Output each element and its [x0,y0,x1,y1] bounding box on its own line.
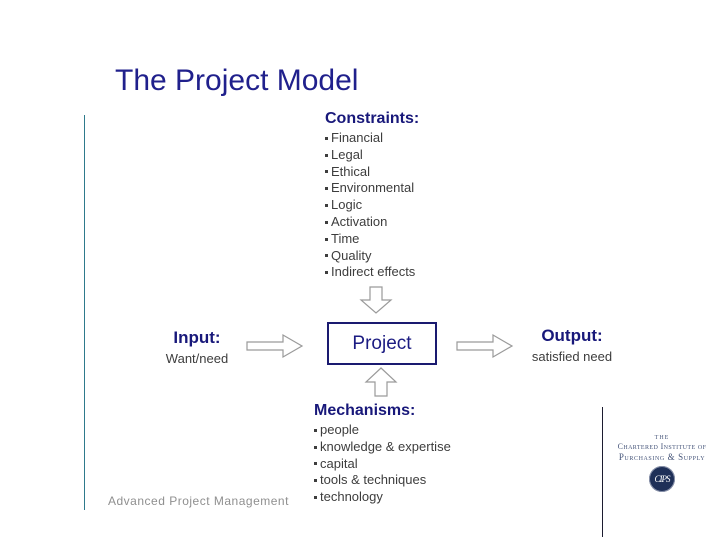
constraint-item-label: Environmental [331,180,415,196]
project-label: Project [352,332,412,354]
constraints-heading: Constraints: [325,110,420,127]
constraint-item: Activation [325,214,419,231]
input-subtext: Want/need [165,351,229,366]
logo-line-1: THE [654,435,670,441]
arrow-right-input-icon [246,333,304,359]
page-title: The Project Model [115,64,359,97]
bullet-icon [325,187,328,191]
input-section: Input: Want/need [147,328,247,366]
mechanisms-section: Mechanisms: people knowledge & expertise… [314,402,451,506]
bullet-icon [325,170,328,174]
constraint-item: Time [325,231,419,248]
footer-text: Advanced Project Management [108,494,289,508]
constraint-item-label: Logic [331,197,363,213]
output-heading: Output: [541,326,603,345]
cips-monogram-icon: CIPS [649,466,675,492]
constraint-item-label: Financial [331,130,384,145]
bullet-icon [325,220,328,224]
constraints-section: Constraints: Financial Legal Ethical Env… [325,110,419,281]
left-accent-line [84,115,85,510]
mechanism-item: technology [314,489,451,506]
constraint-item: Financial [325,130,419,147]
mechanism-item-label: technology [320,489,383,505]
arrow-up-icon [364,367,398,397]
bullet-icon [325,271,328,275]
mechanisms-list: people knowledge & expertise capital too… [314,422,451,506]
bullet-icon [314,462,317,466]
mechanisms-heading: Mechanisms: [314,402,416,419]
bullet-icon [325,204,328,208]
mechanism-item-label: tools & techniques [320,472,427,488]
logo-divider-line [602,407,603,537]
mechanism-item: capital [314,456,451,473]
bullet-icon [325,254,328,258]
output-subtext: satisfied need [531,349,613,364]
mechanism-item-label: capital [320,455,358,471]
constraint-item: Logic [325,197,419,214]
bullet-icon [314,445,317,449]
output-section: Output: satisfied need [522,326,622,364]
constraint-item: Ethical [325,164,419,181]
bullet-icon [314,479,317,483]
mechanism-item-label: knowledge & expertise [320,438,451,454]
constraint-item: Legal [325,147,419,164]
constraint-item: Quality [325,248,419,265]
constraints-list: Financial Legal Ethical Environmental Lo… [325,130,419,281]
constraint-item-label: Indirect effects [331,264,416,280]
logo-line-2: Chartered Institute of [617,442,707,451]
constraint-item-label: Ethical [331,163,371,179]
bullet-icon [325,153,328,157]
logo-monogram: CIPS [654,474,671,484]
bullet-icon [314,496,317,500]
project-box: Project [327,322,437,365]
input-heading: Input: [173,328,221,347]
bullet-icon [325,136,328,140]
constraint-item-label: Time [331,230,360,246]
constraint-item-label: Legal [331,146,363,162]
arrow-right-output-icon [456,333,514,359]
constraint-item-label: Quality [331,247,372,263]
constraint-item: Indirect effects [325,264,419,281]
mechanism-item: tools & techniques [314,472,451,489]
constraint-item-label: Activation [331,213,388,229]
bullet-icon [325,237,328,241]
mechanism-item: knowledge & expertise [314,439,451,456]
cips-logo: THE Chartered Institute of Purchasing & … [606,435,718,492]
mechanism-item: people [314,422,451,439]
mechanism-item-label: people [320,422,360,437]
bullet-icon [314,428,317,432]
arrow-down-icon [359,286,393,314]
constraint-item: Environmental [325,180,419,197]
logo-line-3: Purchasing & Supply [618,452,706,462]
